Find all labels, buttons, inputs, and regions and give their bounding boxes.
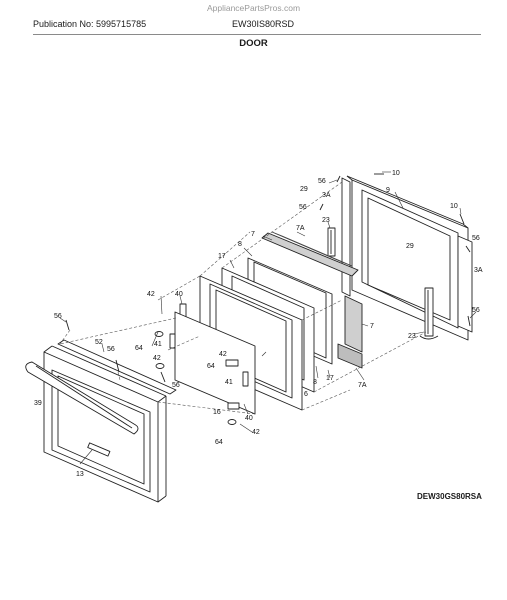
- callout-40: 40: [175, 291, 183, 298]
- header-divider: [33, 34, 481, 35]
- callout-29: 29: [300, 186, 308, 193]
- publication-number: Publication No: 5995715785: [33, 19, 147, 29]
- callout-64: 64: [135, 345, 143, 352]
- callout-8: 8: [238, 241, 242, 248]
- callout-10: 10: [450, 203, 458, 210]
- callout-23: 23: [408, 333, 416, 340]
- part-top-trim-52: [57, 339, 177, 395]
- callout-56: 56: [54, 313, 62, 320]
- callout-64: 64: [207, 363, 215, 370]
- callout-56: 56: [172, 382, 180, 389]
- callout-29: 29: [406, 243, 414, 250]
- callout-40: 40: [245, 415, 253, 422]
- callout-7A: 7A: [296, 225, 305, 232]
- callout-56: 56: [472, 235, 480, 242]
- callout-64: 64: [215, 439, 223, 446]
- callout-3A: 3A: [474, 267, 483, 274]
- diagram-title: DOOR: [239, 38, 268, 49]
- callout-39: 39: [34, 400, 42, 407]
- watermark: AppliancePartsPros.com: [206, 3, 301, 13]
- part-insulation-7A-upper: [271, 231, 353, 267]
- part-side-bracket-right: [457, 235, 473, 333]
- callout-52: 52: [95, 339, 103, 346]
- callout-41: 41: [225, 379, 233, 386]
- model-number: EW30IS80RSD: [232, 19, 295, 29]
- part-handle-39: [25, 361, 139, 435]
- callout-17: 17: [218, 253, 226, 260]
- callout-7: 7: [251, 231, 255, 238]
- part-hinge-lower: [419, 287, 439, 340]
- part-insulation-7A-lower: [337, 343, 363, 369]
- callout-3A: 3A: [322, 192, 331, 199]
- diagram-reference: DEW30GS80RSA: [417, 492, 482, 501]
- callout-42: 42: [219, 351, 227, 358]
- callout-23: 23: [322, 217, 330, 224]
- callout-13: 13: [76, 471, 84, 478]
- part-side-bracket-left: [341, 177, 351, 297]
- callout-56: 56: [299, 204, 307, 211]
- callout-17: 17: [326, 375, 334, 382]
- callout-16: 16: [213, 409, 221, 416]
- callout-42: 42: [252, 429, 260, 436]
- callout-42: 42: [153, 355, 161, 362]
- callout-56: 56: [318, 178, 326, 185]
- callout-56: 56: [107, 346, 115, 353]
- callout-9: 9: [386, 187, 390, 194]
- callout-42: 42: [147, 291, 155, 298]
- part-outer-door-13: [43, 345, 167, 503]
- alignment-lines: [59, 181, 427, 415]
- part-insulation-7: [344, 295, 363, 353]
- callout-leaders: [59, 171, 477, 465]
- callout-6: 6: [304, 391, 308, 398]
- part-hinge-upper: [327, 227, 336, 257]
- callout-7: 7: [370, 323, 374, 330]
- part-inner-liner: [346, 175, 469, 341]
- callout-labels: 10 56 29 3A 9 56 23 10 7A 7 8 29 56 3A 1…: [34, 170, 483, 478]
- callout-7A: 7A: [358, 382, 367, 389]
- callout-41: 41: [154, 341, 162, 348]
- callout-56: 56: [472, 307, 480, 314]
- callout-10: 10: [392, 170, 400, 177]
- callout-8: 8: [313, 379, 317, 386]
